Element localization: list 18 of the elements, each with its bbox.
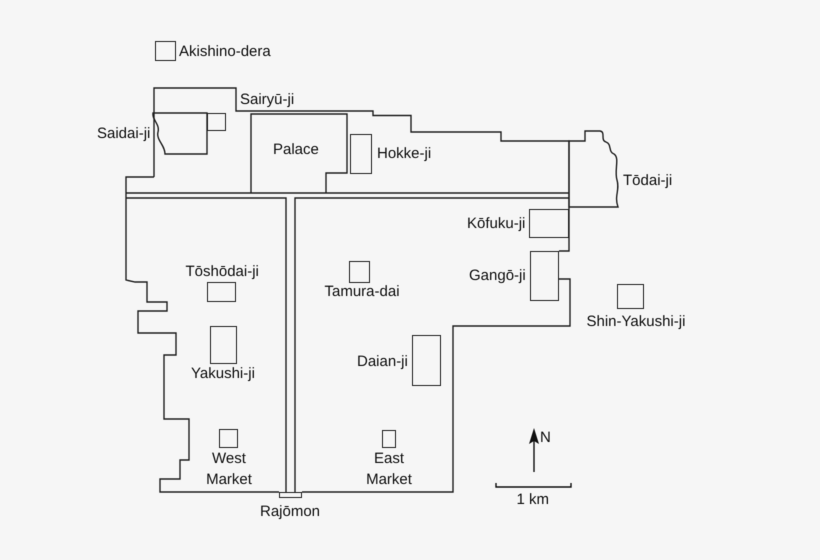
place-label: Yakushi-ji bbox=[191, 364, 255, 382]
place-label: Sairyū-ji bbox=[240, 90, 294, 108]
place-label: Rajōmon bbox=[260, 502, 320, 520]
place-label: Palace bbox=[273, 140, 319, 158]
place-label: Gangō-ji bbox=[469, 266, 526, 284]
place-label: Shin-Yakushi-ji bbox=[586, 312, 686, 330]
place-label: Tōdai-ji bbox=[623, 170, 672, 190]
place-label: West Market bbox=[205, 449, 253, 490]
place-label: Daian-ji bbox=[357, 352, 408, 370]
place-label: East Market bbox=[365, 449, 413, 490]
place-label: Tamura-dai bbox=[324, 282, 400, 300]
scale-label: 1 km bbox=[516, 490, 550, 508]
place-label: Saidai-ji bbox=[97, 124, 150, 142]
place-label: Hokke-ji bbox=[377, 144, 432, 162]
place-label: Kōfuku-ji bbox=[467, 214, 526, 232]
place-label: Tōshōdai-ji bbox=[186, 262, 259, 280]
compass-label: N bbox=[540, 428, 551, 446]
place-label: Akishino-dera bbox=[179, 42, 271, 60]
